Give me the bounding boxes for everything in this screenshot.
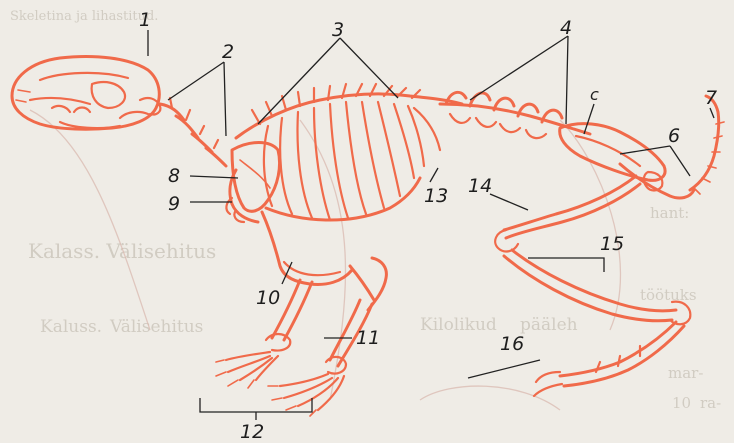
- leader-13: [430, 168, 438, 182]
- number-labels: 1 2 3 4 c 6 7 8 9 10 11 12 13 14 15 16: [139, 9, 717, 443]
- skull: [12, 57, 160, 130]
- label-6: 6: [668, 125, 680, 147]
- show-through-heading: Kalass. Välisehitus: [28, 239, 216, 263]
- label-4: 4: [560, 17, 572, 39]
- leader-3: [258, 38, 398, 124]
- show-through-word-9: ra-: [700, 394, 721, 412]
- lumbar-vertebrae: [440, 92, 590, 138]
- show-through-word-7: mar-: [668, 364, 703, 382]
- label-12: 12: [240, 421, 264, 443]
- leader-8: [190, 176, 238, 178]
- show-through-word-8: 10: [672, 394, 691, 412]
- show-through-word-3: Kilolikud: [420, 315, 497, 335]
- label-14: 14: [468, 175, 492, 197]
- leader-14: [490, 194, 528, 210]
- show-through-curve-1: [30, 110, 150, 330]
- show-through-word-4: pääleh: [520, 315, 578, 335]
- rib-cage: [264, 102, 440, 220]
- leader-7: [710, 108, 714, 118]
- show-through-top-line: Skeletina ja lihastitud.: [10, 9, 158, 24]
- label-5: c: [590, 85, 599, 104]
- label-8: 8: [168, 165, 180, 187]
- leader-lines: [148, 30, 714, 420]
- show-through-word-2: Välisehitus: [109, 317, 203, 337]
- show-through-curve-4: [420, 386, 560, 410]
- label-16: 16: [500, 333, 524, 355]
- cervical-vertebrae: [160, 98, 226, 166]
- label-3: 3: [332, 19, 344, 41]
- show-through-word-1: Kaluss.: [40, 317, 102, 337]
- label-1: 1: [139, 9, 151, 31]
- show-through-word-6: hant:: [650, 204, 689, 222]
- label-10: 10: [256, 287, 280, 309]
- label-11: 11: [356, 327, 380, 349]
- scapula: [232, 143, 280, 212]
- label-2: 2: [222, 41, 234, 63]
- leader-2: [168, 62, 226, 136]
- leader-5: [584, 104, 594, 134]
- tail: [690, 96, 724, 194]
- label-13: 13: [424, 185, 448, 207]
- label-15: 15: [600, 233, 624, 255]
- label-9: 9: [168, 193, 180, 215]
- label-7: 7: [705, 87, 717, 109]
- leader-16: [468, 360, 540, 378]
- bracket-12: [200, 398, 312, 412]
- show-through-word-5: töötuks: [640, 286, 697, 304]
